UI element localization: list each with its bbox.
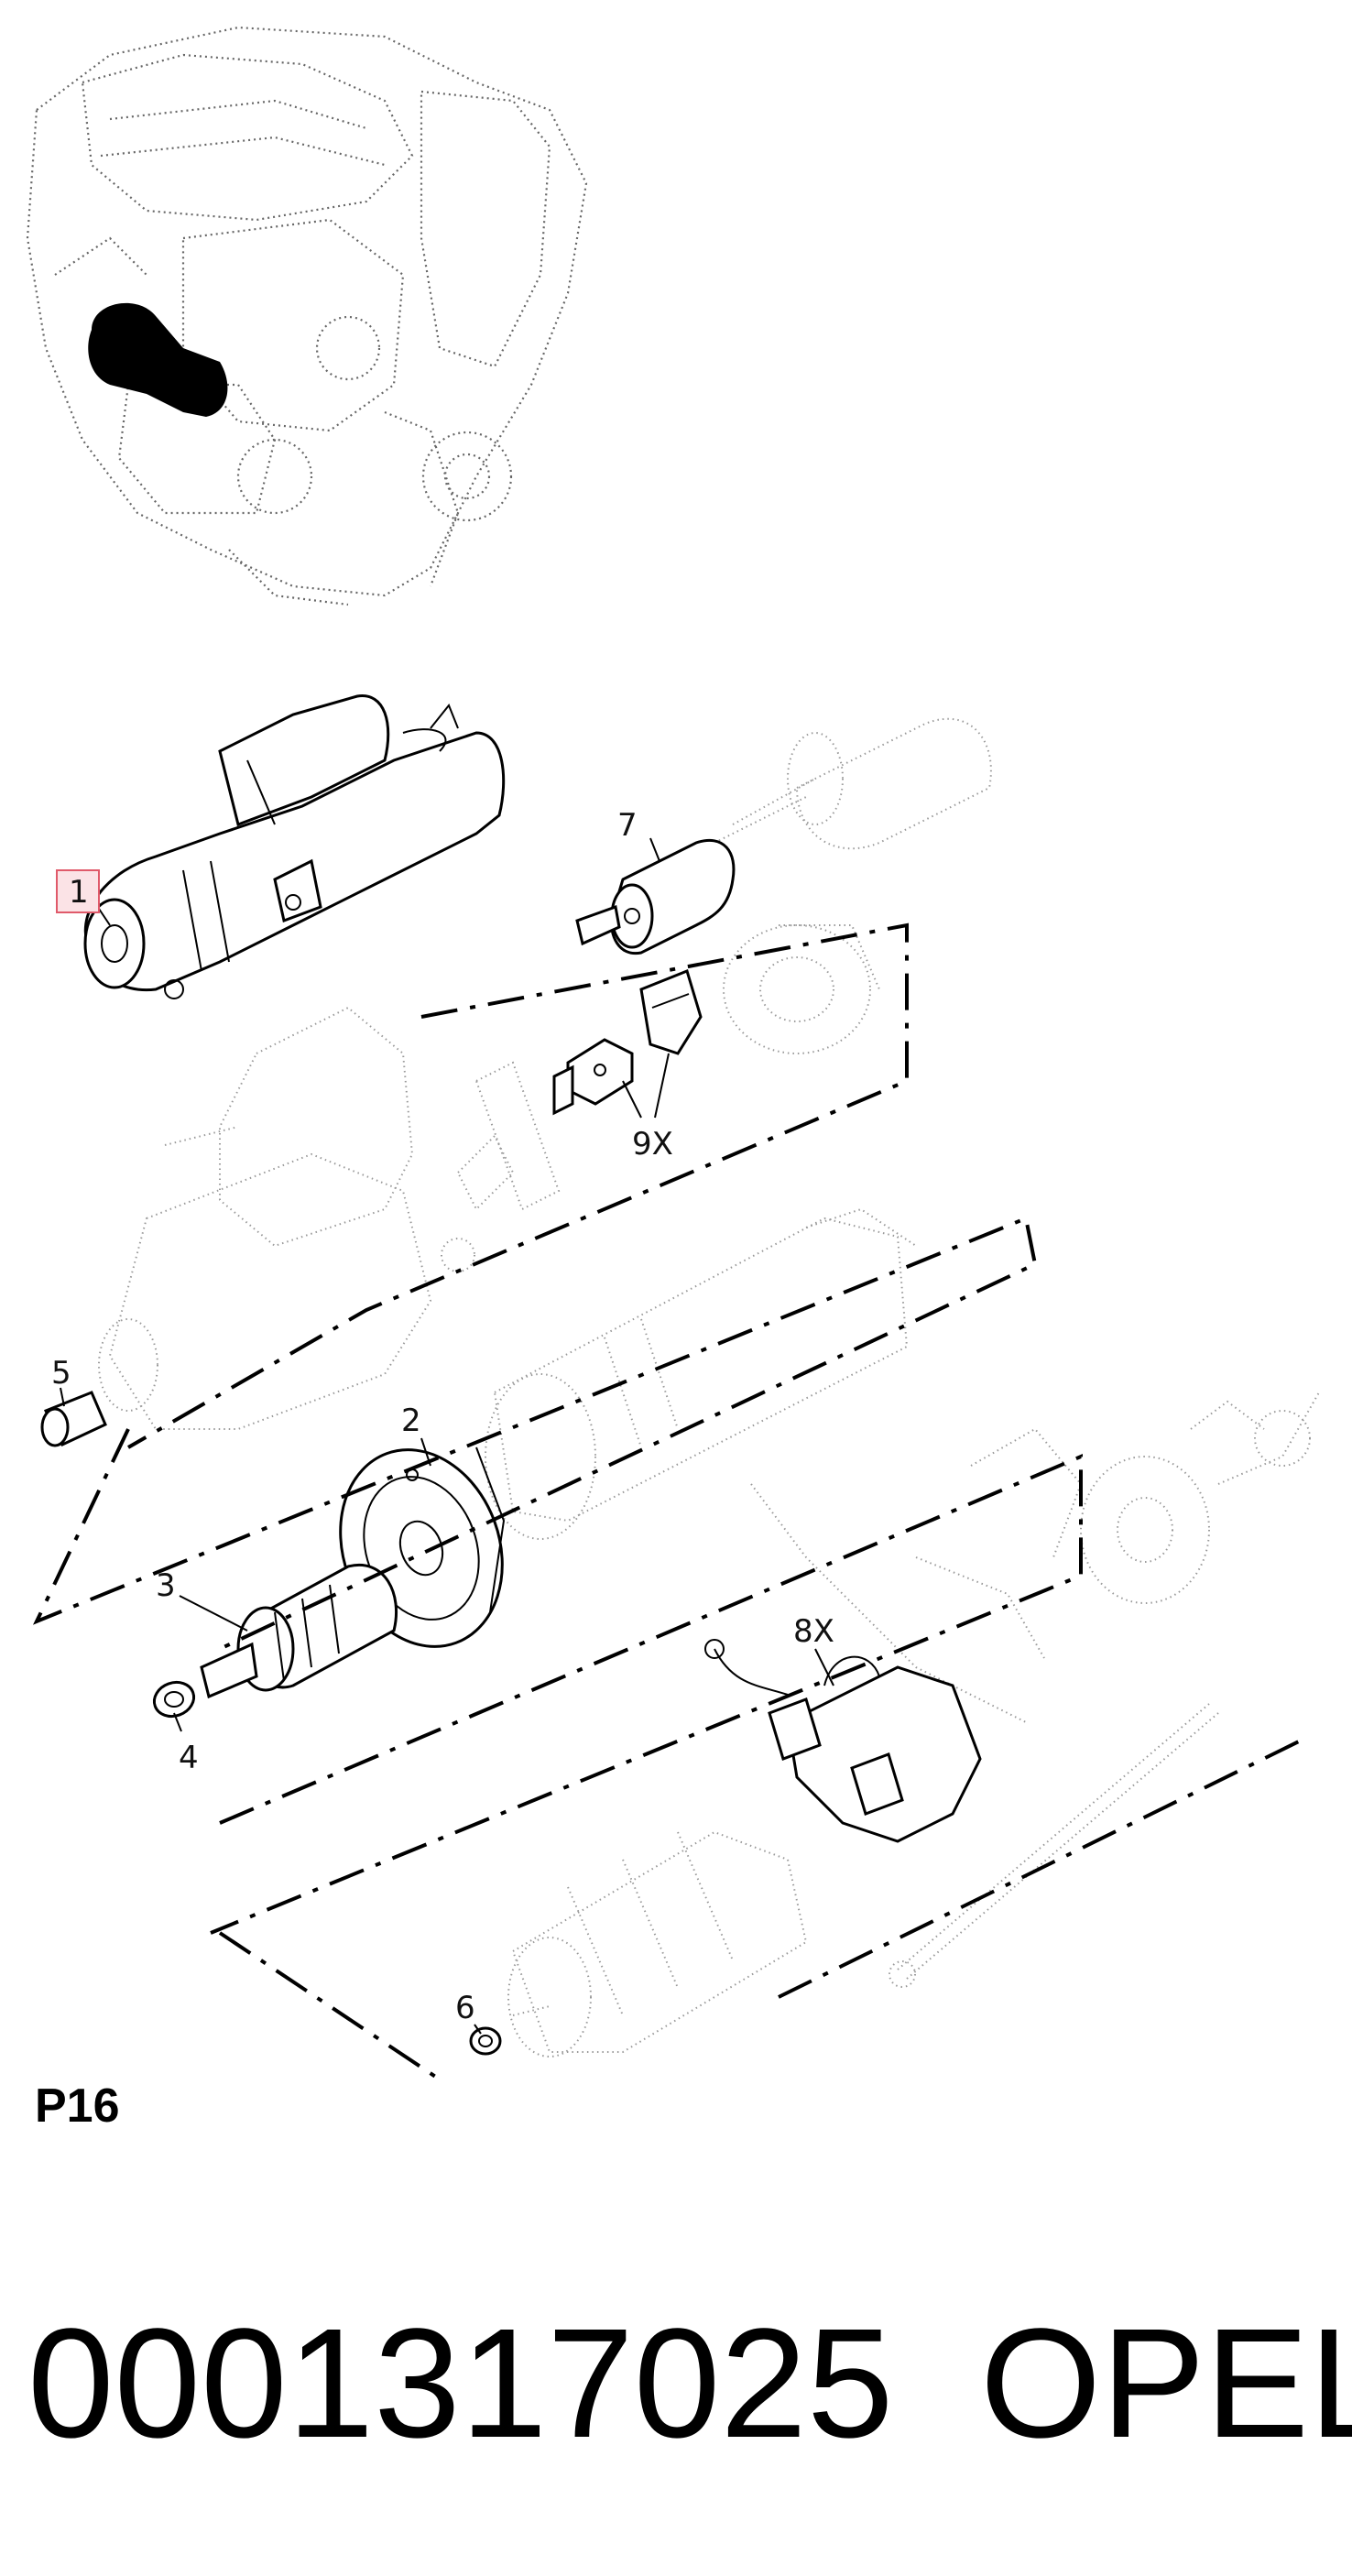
upper-exploded-ghost-parts	[98, 717, 992, 1430]
callout-2[interactable]: 2	[401, 1403, 421, 1439]
washer-part	[152, 1680, 196, 1719]
section-frames	[32, 922, 1302, 2081]
callout-1[interactable]: 1	[69, 874, 89, 911]
solenoid-plunger-part	[575, 838, 736, 955]
callout-7[interactable]: 7	[617, 807, 638, 844]
brand-name: OPEL	[980, 2297, 1352, 2471]
part-number: 0001317025	[27, 2297, 893, 2471]
lower-exploded-ghost-parts	[507, 1703, 1219, 2058]
brush-holder-part	[704, 1639, 982, 1843]
callout-4[interactable]: 4	[179, 1740, 199, 1776]
small-bushing-part	[469, 2026, 502, 2056]
bushing-part	[40, 1391, 107, 1447]
section-code: P16	[35, 2079, 120, 2133]
starter-location-highlight	[88, 302, 228, 417]
middle-exploded-ghost-parts	[485, 1207, 1320, 1723]
callout-3[interactable]: 3	[156, 1567, 176, 1604]
callout-6[interactable]: 6	[455, 1990, 475, 2026]
callout-1-highlight-box	[56, 869, 100, 913]
leader-lines	[60, 837, 834, 2035]
terminal-contacts-part	[552, 968, 703, 1116]
callout-5[interactable]: 5	[51, 1355, 71, 1392]
starter-motor-assembly	[83, 694, 506, 999]
callout-8x[interactable]: 8X	[793, 1613, 834, 1650]
callout-9x[interactable]: 9X	[632, 1126, 673, 1162]
pinion-drive-part	[200, 1564, 398, 1699]
engine-overview-illustration	[26, 26, 588, 606]
